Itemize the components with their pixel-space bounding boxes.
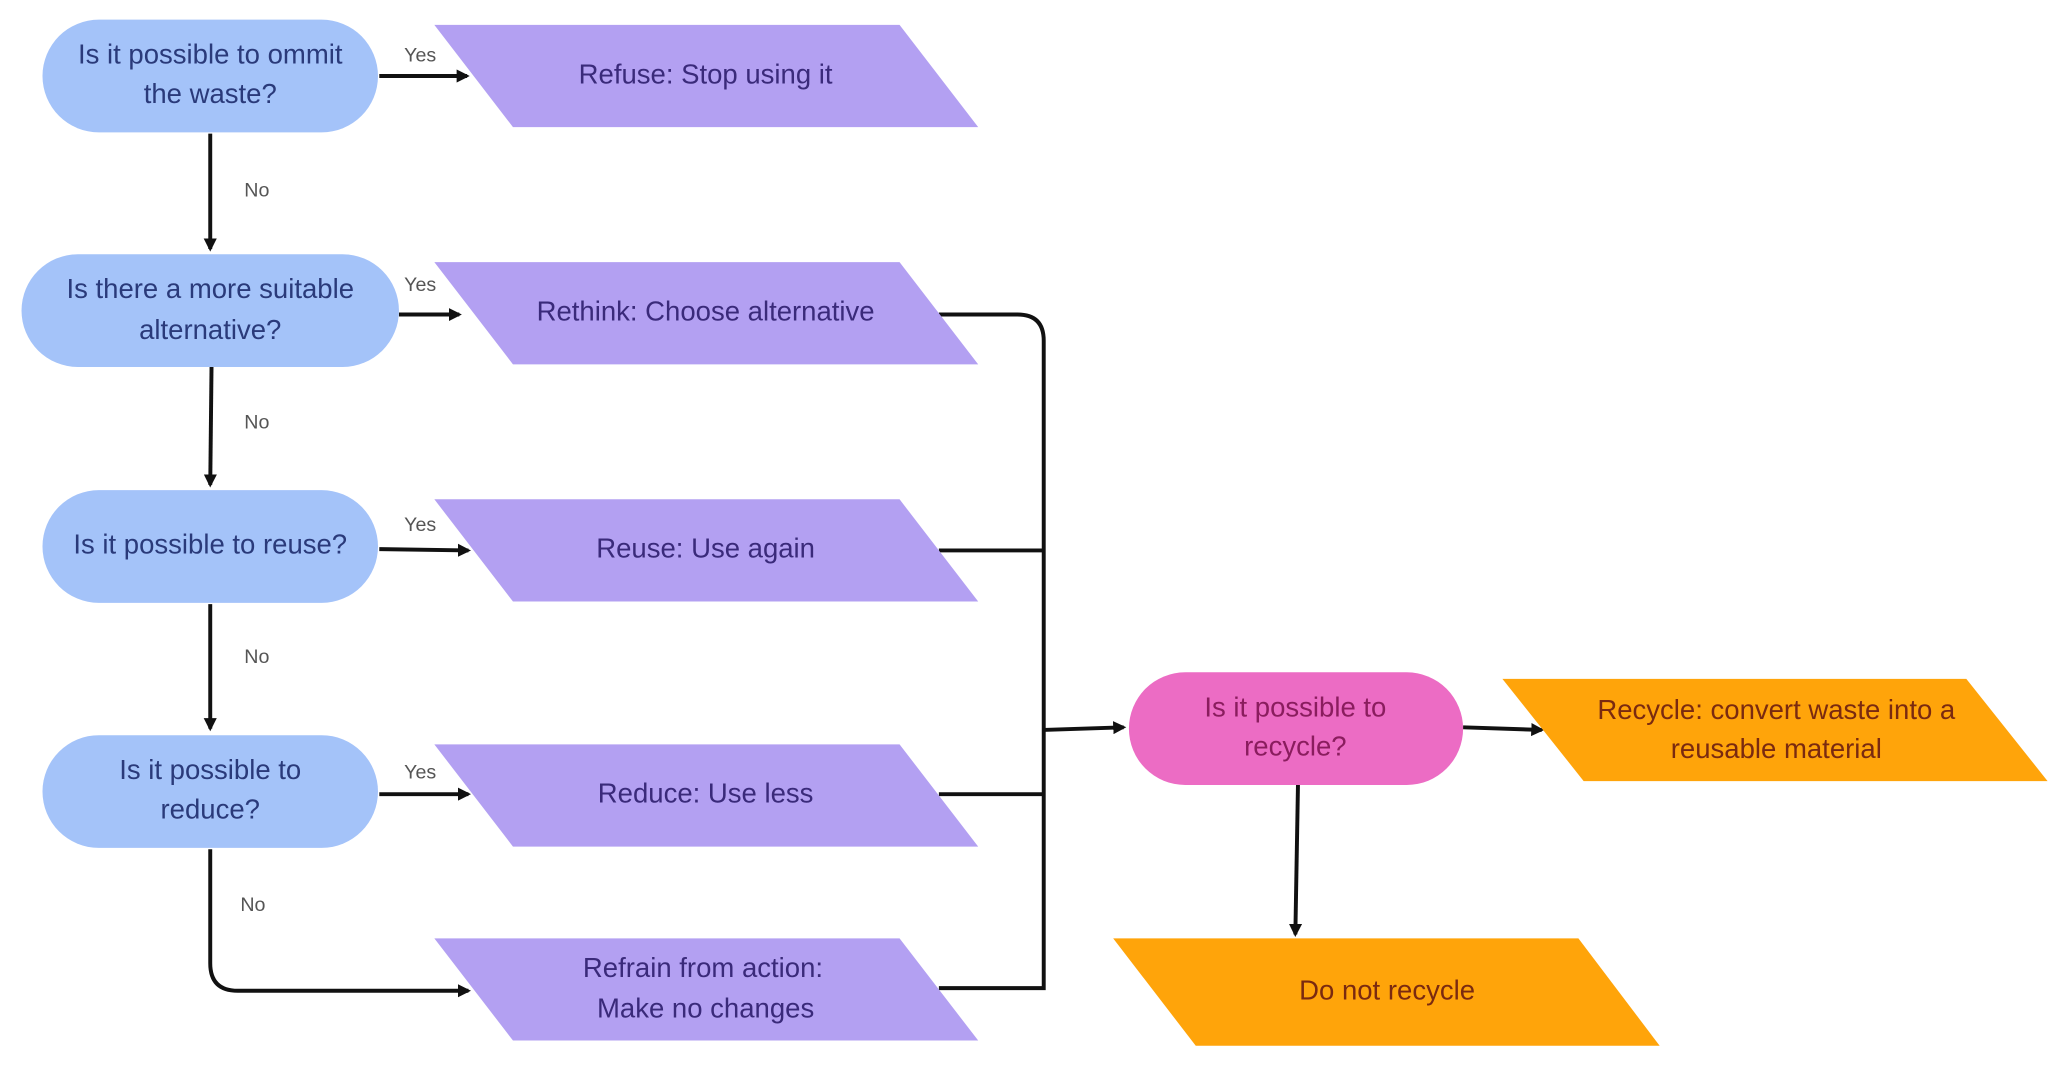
edge-alternative-no: [203, 364, 217, 488]
no-label: No: [244, 646, 269, 668]
parallelogram-shape: [434, 262, 979, 365]
node-label: Make no changes: [597, 993, 814, 1024]
node-label: Reuse: Use again: [596, 533, 815, 564]
parallelogram-shape: [434, 24, 979, 128]
question-ommit[interactable]: Is it possible to ommit the waste?: [42, 19, 378, 133]
node-label: Refrain from action:: [583, 952, 823, 983]
parallelogram-shape: [1113, 938, 1660, 1046]
terminator-shape: [21, 254, 399, 367]
edge-recycle-yes: [1463, 723, 1545, 737]
node-label: recycle?: [1244, 731, 1346, 762]
outcome-no-recycle[interactable]: Do not recycle: [1113, 938, 1660, 1046]
node-label: Is it possible to: [1204, 691, 1386, 722]
action-refuse[interactable]: Refuse: Stop using it: [434, 24, 979, 128]
edge-merge-recycle: [1043, 721, 1127, 735]
node-label: Is there a more suitable: [66, 273, 354, 304]
edge-recycle-no: [1288, 784, 1303, 938]
node-label: Is it possible to: [119, 754, 301, 785]
parallelogram-shape: [434, 744, 979, 847]
terminator-shape: [42, 735, 378, 848]
action-reuse[interactable]: Reuse: Use again: [434, 499, 979, 602]
no-label: No: [244, 180, 269, 202]
node-label: reusable material: [1671, 733, 1882, 764]
action-refrain[interactable]: Refrain from action: Make no changes: [434, 938, 979, 1041]
yes-label: Yes: [404, 274, 436, 296]
connectors: [203, 69, 1545, 998]
action-reduce[interactable]: Reduce: Use less: [434, 744, 979, 847]
node-label: Refuse: Stop using it: [579, 58, 833, 89]
node-label: Is it possible to reuse?: [73, 529, 347, 560]
yes-label: Yes: [404, 761, 436, 783]
node-label: Do not recycle: [1299, 974, 1475, 1005]
terminator-shape: [42, 490, 378, 603]
no-label: No: [244, 412, 269, 434]
edge-rethink-merge: [938, 312, 1046, 991]
node-label: the waste?: [144, 78, 277, 109]
terminator-shape: [1128, 672, 1464, 785]
no-label: No: [240, 894, 265, 916]
node-label: Is it possible to ommit: [78, 39, 343, 70]
node-label: reduce?: [161, 793, 260, 824]
yes-label: Yes: [404, 514, 436, 536]
parallelogram-shape: [434, 938, 979, 1041]
parallelogram-shape: [1502, 678, 2048, 782]
node-label: Recycle: convert waste into a: [1597, 694, 1956, 725]
node-label: Rethink: Choose alternative: [537, 295, 875, 326]
edge-reuse-yes: [379, 543, 472, 557]
outcome-recycle[interactable]: Recycle: convert waste into a reusable m…: [1502, 678, 2048, 782]
question-reduce[interactable]: Is it possible to reduce?: [42, 735, 378, 848]
question-reuse[interactable]: Is it possible to reuse?: [42, 490, 378, 603]
yes-label: Yes: [404, 45, 436, 67]
node-label: alternative?: [139, 314, 281, 345]
action-rethink[interactable]: Rethink: Choose alternative: [434, 262, 979, 365]
parallelogram-shape: [434, 499, 979, 602]
edge-reduce-no: [208, 849, 472, 998]
edge-labels: Yes No Yes No Yes No Yes No: [240, 45, 436, 916]
question-recycle[interactable]: Is it possible to recycle?: [1128, 672, 1464, 785]
terminator-shape: [42, 19, 378, 133]
question-alternative[interactable]: Is there a more suitable alternative?: [21, 254, 399, 367]
node-label: Reduce: Use less: [598, 778, 814, 809]
